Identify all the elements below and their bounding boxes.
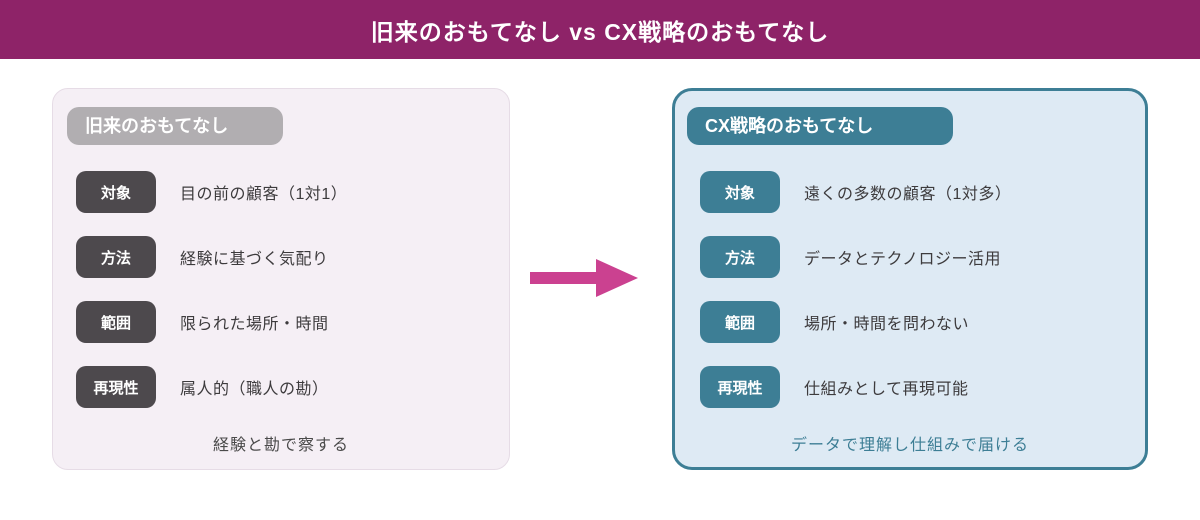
table-row: 範囲 限られた場所・時間 xyxy=(76,301,495,343)
table-row: 範囲 場所・時間を問わない xyxy=(700,301,1133,343)
row-value: データとテクノロジー活用 xyxy=(804,251,1002,268)
panel-summary-cx: データで理解し仕組みで届ける xyxy=(790,437,1029,454)
table-row: 再現性 仕組みとして再現可能 xyxy=(700,366,1133,408)
comparison-panel-cx: CX戦略のおもてなし 対象 遠くの多数の顧客（1対多） 方法 データとテクノロジ… xyxy=(672,88,1148,470)
row-value: 仕組みとして再現可能 xyxy=(804,381,969,398)
table-row: 再現性 属人的（職人の勘） xyxy=(76,366,495,408)
row-label-badge: 再現性 xyxy=(76,366,156,408)
row-value: 経験に基づく気配り xyxy=(180,251,329,268)
right-arrow-icon xyxy=(530,255,638,301)
table-row: 方法 データとテクノロジー活用 xyxy=(700,236,1133,278)
panel-summary-traditional: 経験と勘で察する xyxy=(212,437,349,454)
row-label-badge: 再現性 xyxy=(700,366,780,408)
panel-title-badge-cx: CX戦略のおもてなし xyxy=(687,107,953,145)
row-value: 場所・時間を問わない xyxy=(804,316,970,333)
panel-title-badge-traditional: 旧来のおもてなし xyxy=(67,107,283,145)
row-value: 属人的（職人の勘） xyxy=(180,381,329,398)
row-label-badge: 方法 xyxy=(700,236,780,278)
table-row: 対象 目の前の顧客（1対1） xyxy=(76,171,495,213)
table-row: 方法 経験に基づく気配り xyxy=(76,236,495,278)
attribute-rows-cx: 対象 遠くの多数の顧客（1対多） 方法 データとテクノロジー活用 範囲 場所・時… xyxy=(700,171,1133,408)
row-label-badge: 範囲 xyxy=(76,301,156,343)
table-row: 対象 遠くの多数の顧客（1対多） xyxy=(700,171,1133,213)
row-label-badge: 対象 xyxy=(76,171,156,213)
comparison-panel-traditional: 旧来のおもてなし 対象 目の前の顧客（1対1） 方法 経験に基づく気配り 範囲 … xyxy=(52,88,510,470)
page-title: 旧来のおもてなし vs CX戦略のおもてなし xyxy=(370,18,830,45)
row-value: 遠くの多数の顧客（1対多） xyxy=(804,186,1012,203)
header-bar: 旧来のおもてなし vs CX戦略のおもてなし xyxy=(0,0,1200,59)
row-label-badge: 範囲 xyxy=(700,301,780,343)
row-value: 目の前の顧客（1対1） xyxy=(180,186,348,203)
row-label-badge: 方法 xyxy=(76,236,156,278)
attribute-rows-traditional: 対象 目の前の顧客（1対1） 方法 経験に基づく気配り 範囲 限られた場所・時間… xyxy=(76,171,495,408)
row-value: 限られた場所・時間 xyxy=(180,316,329,333)
row-label-badge: 対象 xyxy=(700,171,780,213)
